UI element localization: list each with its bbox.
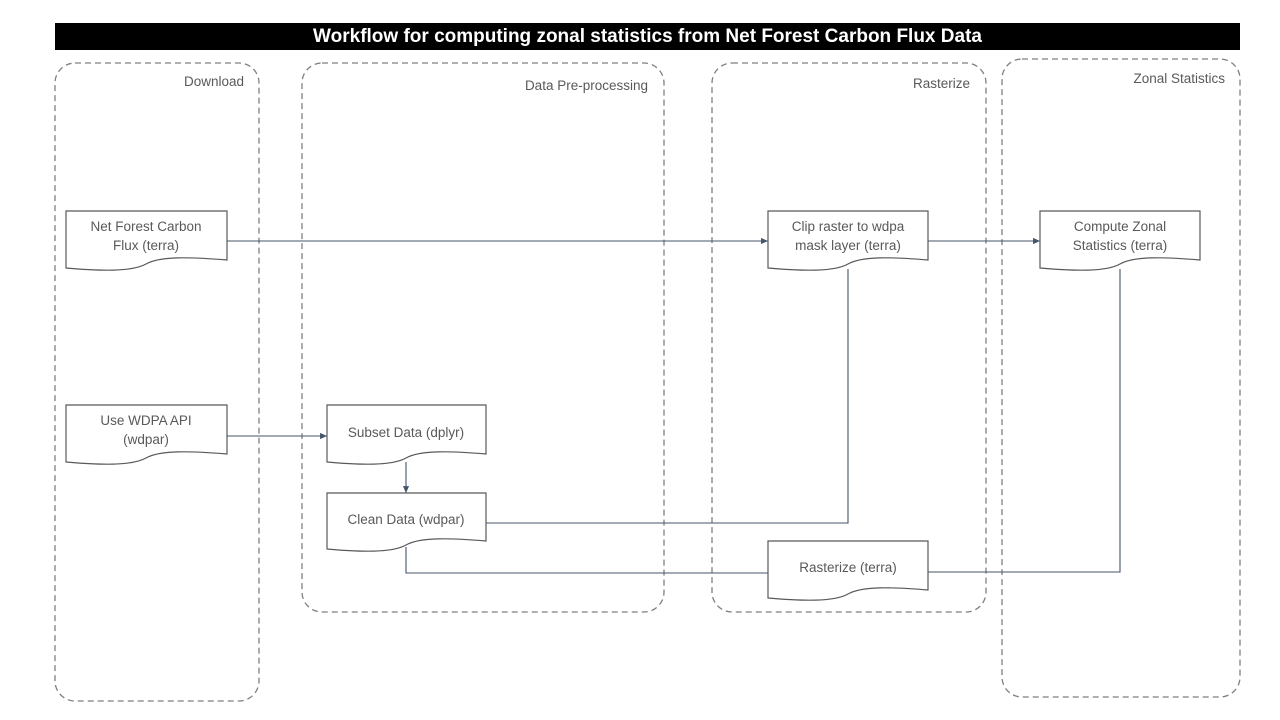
node-subset-data: Subset Data (dplyr) (326, 404, 487, 465)
node-net-forest-carbon-flux: Net Forest Carbon Flux (terra) (65, 210, 228, 271)
lane-label-rasterize: Rasterize (913, 76, 970, 91)
lane-label-preprocessing: Data Pre-processing (525, 78, 648, 93)
edge-clean-to-clip (486, 269, 849, 524)
node-text-line: Use WDPA API (100, 413, 191, 428)
node-text-line: Subset Data (dplyr) (348, 425, 464, 440)
node-text-line: mask layer (terra) (795, 238, 901, 253)
node-text-line: Compute Zonal (1074, 219, 1166, 234)
node-compute-zonal-statistics: Compute Zonal Statistics (terra) (1039, 210, 1201, 271)
node-use-wdpa-api: Use WDPA API (wdpar) (65, 404, 228, 465)
node-rasterize: Rasterize (terra) (767, 540, 929, 601)
node-text-line: Clean Data (wdpar) (347, 512, 464, 527)
node-clip-raster: Clip raster to wdpa mask layer (terra) (767, 210, 929, 271)
lane-preprocessing (301, 62, 665, 613)
lane-label-download: Download (184, 74, 244, 89)
node-text-line: Clip raster to wdpa (792, 219, 905, 234)
node-text-line: Net Forest Carbon (90, 219, 201, 234)
lane-zonal-statistics (1001, 58, 1241, 698)
edge-rasterize-to-zonal (928, 269, 1121, 573)
lane-label-zonal-statistics: Zonal Statistics (1133, 71, 1225, 86)
node-text-line: Statistics (terra) (1073, 238, 1168, 253)
lane-rasterize (711, 62, 987, 613)
node-text-line: Rasterize (terra) (799, 560, 897, 575)
node-text-line: (wdpar) (123, 432, 169, 447)
edge-clean-to-rasterize (405, 547, 768, 574)
node-text-line: Flux (terra) (113, 238, 179, 253)
node-clean-data: Clean Data (wdpar) (326, 492, 487, 552)
diagram-title: Workflow for computing zonal statistics … (55, 23, 1240, 50)
lane-download (54, 62, 260, 702)
